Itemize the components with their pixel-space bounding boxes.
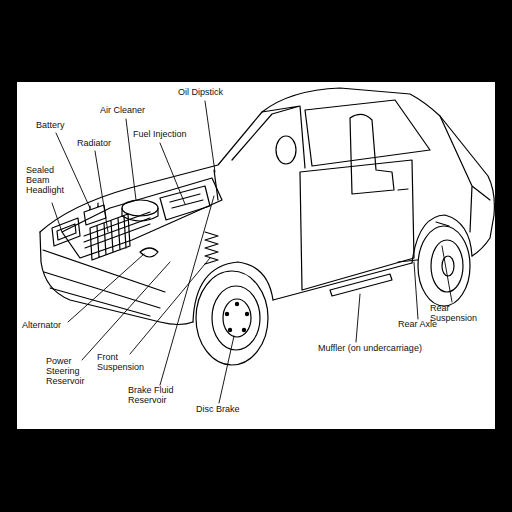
sill	[273, 263, 412, 300]
disc-brake	[223, 299, 251, 337]
part-label: Front Suspension	[97, 353, 149, 373]
part-label: Alternator	[22, 321, 61, 331]
lug-holes	[225, 302, 249, 332]
part-label: Rear Suspension	[430, 304, 490, 324]
part-label: Fuel Injection	[133, 130, 187, 140]
engine-bay	[62, 178, 222, 258]
grille	[84, 212, 150, 248]
dipstick	[214, 170, 218, 200]
part-label: Muffler (on undercarriage)	[318, 344, 422, 354]
rear-tire	[418, 226, 470, 306]
part-label: Disc Brake	[196, 405, 240, 415]
front-tire	[196, 271, 268, 365]
part-label: Sealed Beam Headlight	[26, 166, 72, 196]
part-label: Battery	[36, 121, 65, 131]
part-label: Air Cleaner	[100, 106, 145, 116]
steering-wheel	[276, 136, 296, 164]
part-label: Oil Dipstick	[178, 88, 223, 98]
car-body	[40, 88, 494, 256]
part-label: Power Steering Reservoir	[46, 357, 92, 387]
muffler	[330, 274, 392, 296]
battery	[84, 203, 106, 225]
part-label: Radiator	[77, 139, 111, 149]
seat	[350, 114, 394, 194]
leader-lines	[52, 101, 452, 403]
rear-hatch	[440, 116, 490, 232]
bumper-lines	[43, 250, 165, 316]
air-cleaner-body	[122, 208, 158, 221]
front-suspension-coil	[205, 232, 218, 264]
rear-rim	[431, 240, 463, 292]
front-rim	[212, 286, 260, 350]
side-window	[305, 100, 430, 166]
door	[300, 160, 414, 290]
air-cleaner	[122, 200, 158, 216]
rear-hub	[442, 256, 454, 276]
headlight	[52, 218, 80, 246]
part-label: Brake Fluid Reservoir	[128, 386, 184, 406]
windshield	[232, 106, 305, 168]
